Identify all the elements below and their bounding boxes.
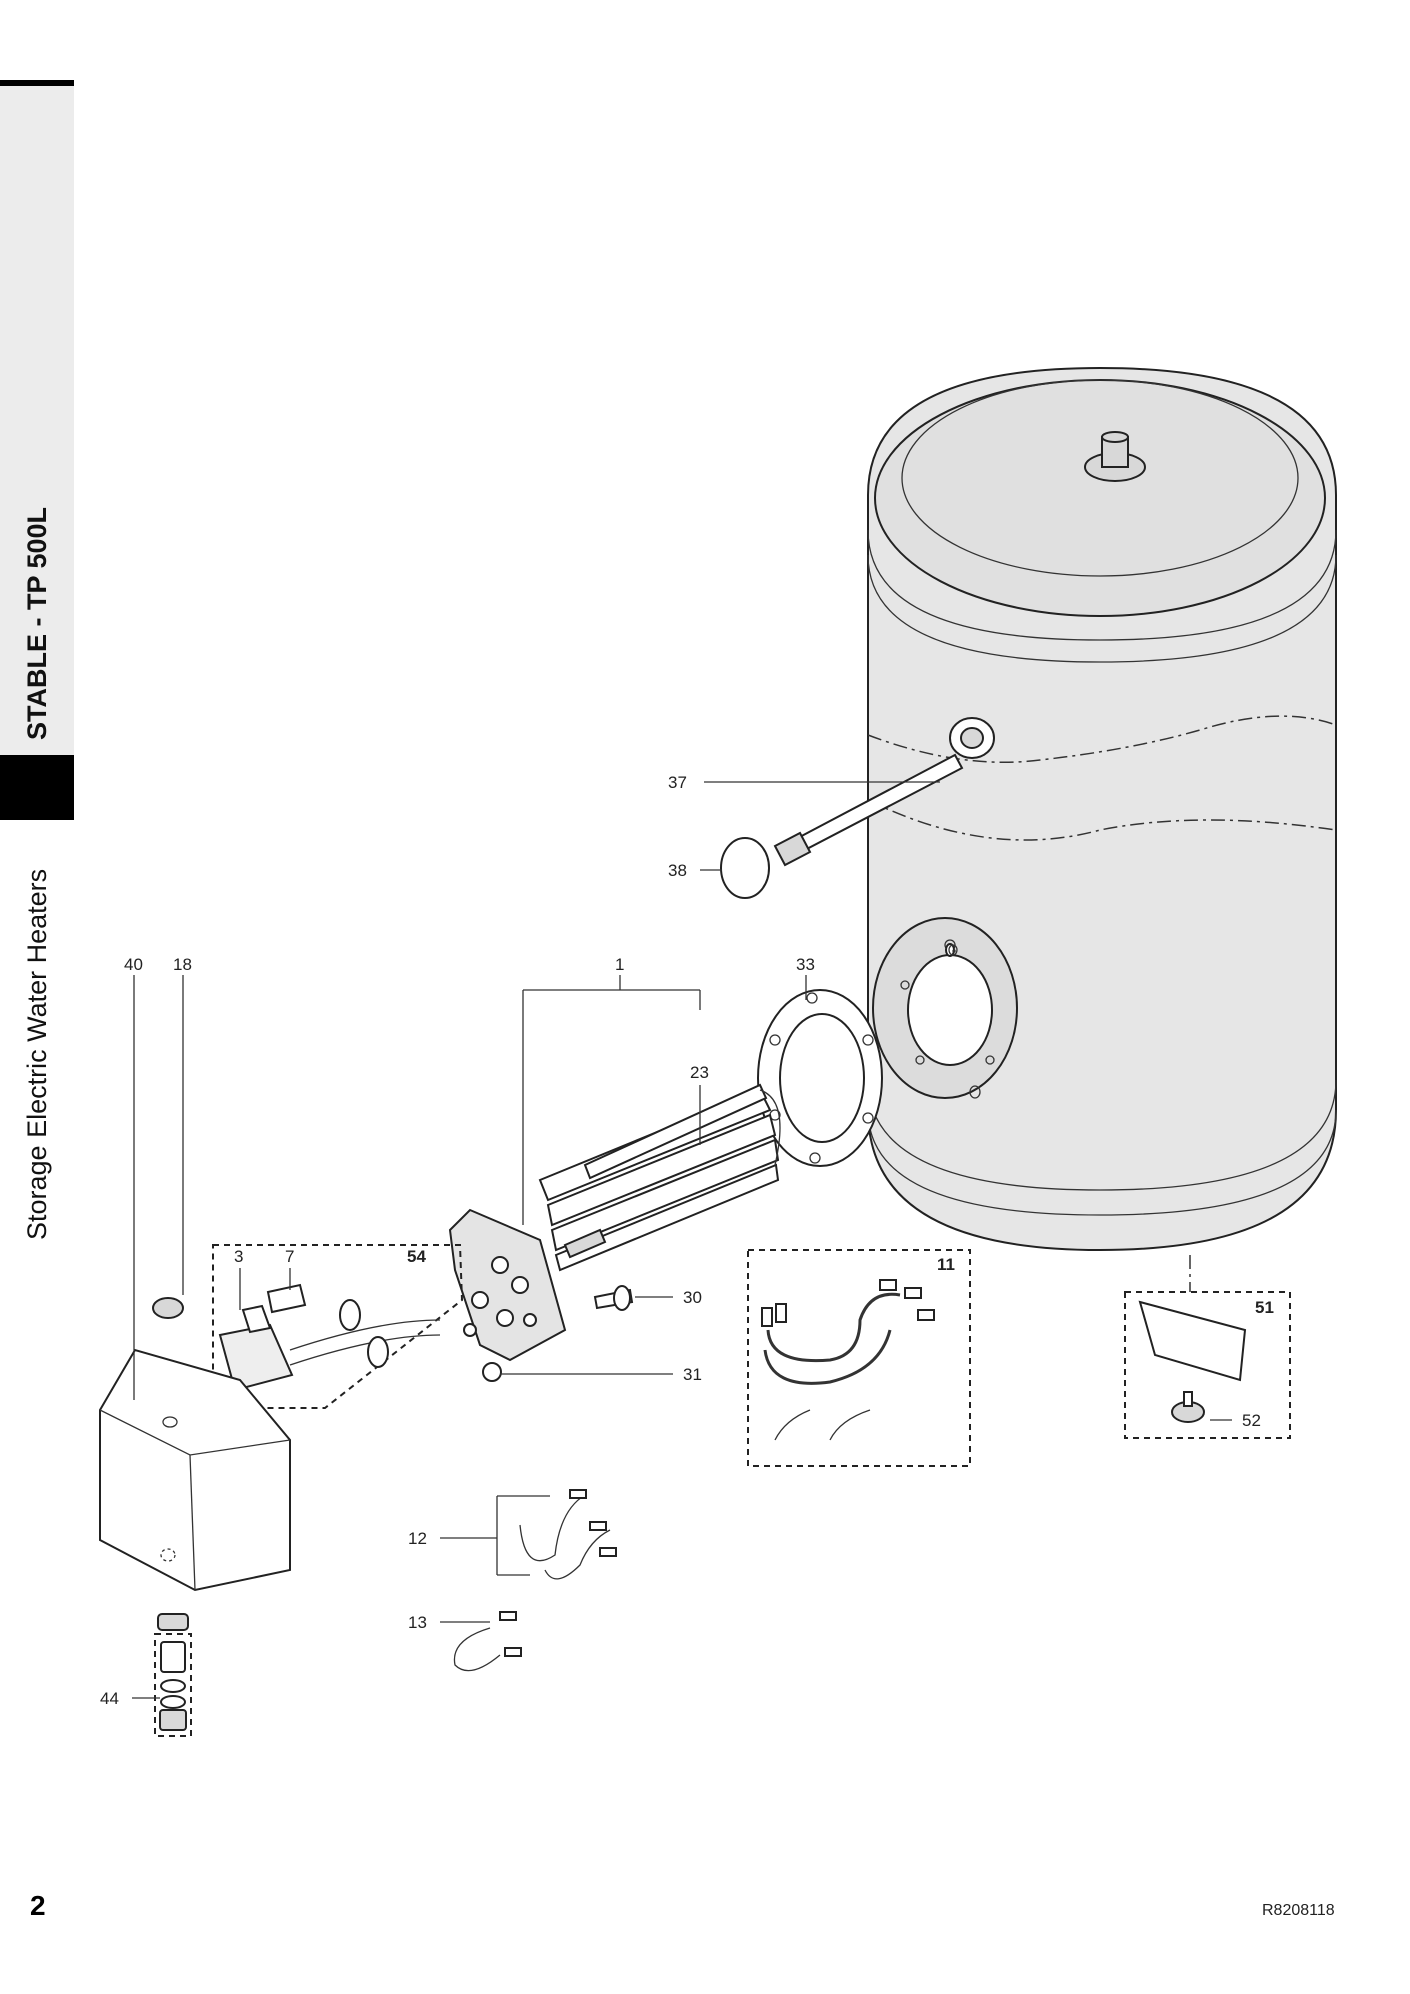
sidebar	[0, 80, 74, 820]
group-54-box	[212, 1244, 464, 1409]
cable-gland	[157, 1613, 189, 1731]
callout-11: 11	[937, 1255, 955, 1274]
cable-grommet	[152, 1297, 184, 1319]
reference-code: R8208118	[1262, 1902, 1335, 1919]
heating-element	[448, 1083, 781, 1362]
bolt	[593, 1285, 634, 1311]
callout-31: 31	[683, 1365, 702, 1384]
foot-bracket	[1138, 1300, 1247, 1423]
callout-52: 52	[1242, 1411, 1261, 1430]
callout-13: 13	[408, 1613, 427, 1632]
callout-12: 12	[408, 1529, 427, 1548]
callout-38: 38	[668, 861, 687, 880]
callout-23: 23	[690, 1063, 709, 1082]
group-44-box	[154, 1633, 192, 1737]
sidebar-black-block	[0, 755, 74, 820]
callout-40: 40	[124, 955, 143, 974]
terminal-cover	[99, 1348, 291, 1592]
leader-lines	[132, 781, 1232, 1699]
callout-44: 44	[100, 1689, 119, 1708]
anode-cap	[720, 837, 770, 899]
wiring-harness	[761, 1279, 935, 1441]
group-51-box	[1124, 1291, 1291, 1439]
callout-7: 7	[285, 1247, 294, 1266]
wire-set-12	[519, 1489, 617, 1580]
flange-gasket	[757, 989, 883, 1167]
callout-51: 51	[1255, 1298, 1274, 1317]
group-11-box	[747, 1249, 971, 1467]
callout-33: 33	[796, 955, 815, 974]
anode-rod	[773, 753, 964, 867]
callout-18: 18	[173, 955, 192, 974]
callout-3: 3	[234, 1247, 243, 1266]
callout-37: 37	[668, 773, 687, 792]
callout-54: 54	[407, 1247, 426, 1266]
page-number: 2	[30, 1890, 46, 1921]
tank	[867, 366, 1337, 1252]
wire-13	[453, 1611, 522, 1672]
nut	[482, 1362, 502, 1382]
sidebar-top-rule	[0, 80, 74, 86]
callout-1: 1	[615, 955, 624, 974]
callout-30: 30	[683, 1288, 702, 1307]
thermostat	[218, 1283, 441, 1392]
